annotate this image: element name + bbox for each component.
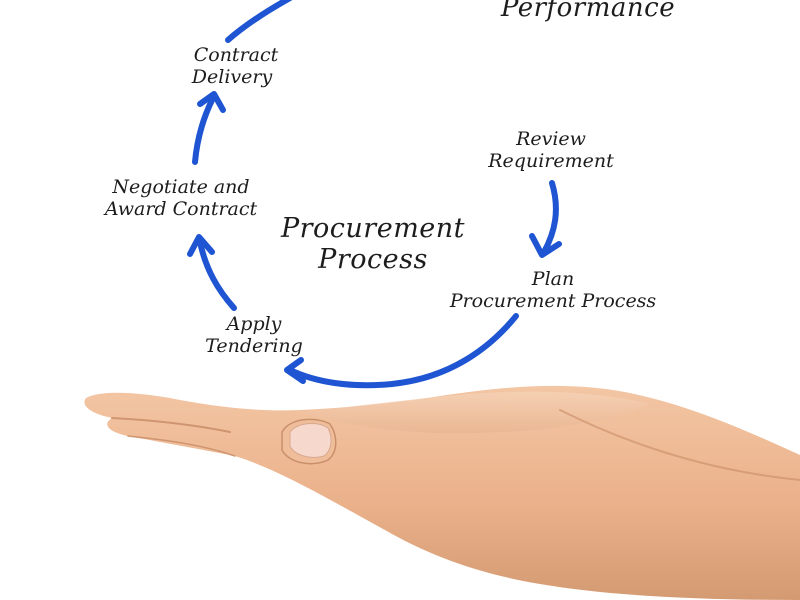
arrowhead-apply-to-negotiate bbox=[187, 234, 215, 257]
step-plan-line2: Procurement Process bbox=[449, 290, 657, 312]
arrow-delivery-to-performance bbox=[225, 0, 293, 43]
step-review-line1: Review bbox=[515, 128, 586, 150]
palm-highlight bbox=[300, 391, 650, 434]
diagram-labels: Performance Procurement Process Review R… bbox=[103, 0, 675, 357]
diagram-title-line1: Procurement bbox=[280, 213, 465, 244]
arrow-apply-to-negotiate bbox=[197, 239, 237, 311]
finger-crease bbox=[111, 417, 231, 433]
partial-top-label: Performance bbox=[500, 0, 675, 23]
step-delivery-line1: Contract bbox=[194, 44, 279, 66]
wrist-shadow bbox=[559, 409, 800, 481]
step-apply-line2: Tendering bbox=[205, 335, 303, 357]
step-review-line2: Requirement bbox=[487, 150, 614, 172]
arrow-review-to-plan bbox=[541, 180, 559, 255]
arrow-plan-to-apply bbox=[287, 313, 519, 389]
arrowhead-plan-to-apply bbox=[284, 357, 306, 384]
cycle-arrows bbox=[187, 0, 562, 389]
arrowhead-review-to-plan bbox=[529, 233, 562, 258]
step-plan-line1: Plan bbox=[531, 268, 574, 290]
step-negotiate-line1: Negotiate and bbox=[111, 176, 249, 198]
step-apply-line1: Apply bbox=[225, 313, 282, 335]
finger-crease bbox=[127, 435, 236, 457]
arrow-negotiate-to-delivery bbox=[192, 95, 216, 165]
hand-palm bbox=[84, 385, 800, 600]
open-hand-illustration bbox=[84, 385, 800, 600]
diagram-title-line2: Process bbox=[317, 244, 428, 275]
arrowhead-negotiate-to-delivery bbox=[197, 91, 226, 113]
step-delivery-line2: Delivery bbox=[191, 66, 273, 88]
thumbnail bbox=[289, 423, 332, 458]
step-negotiate-line2: Award Contract bbox=[103, 198, 258, 220]
